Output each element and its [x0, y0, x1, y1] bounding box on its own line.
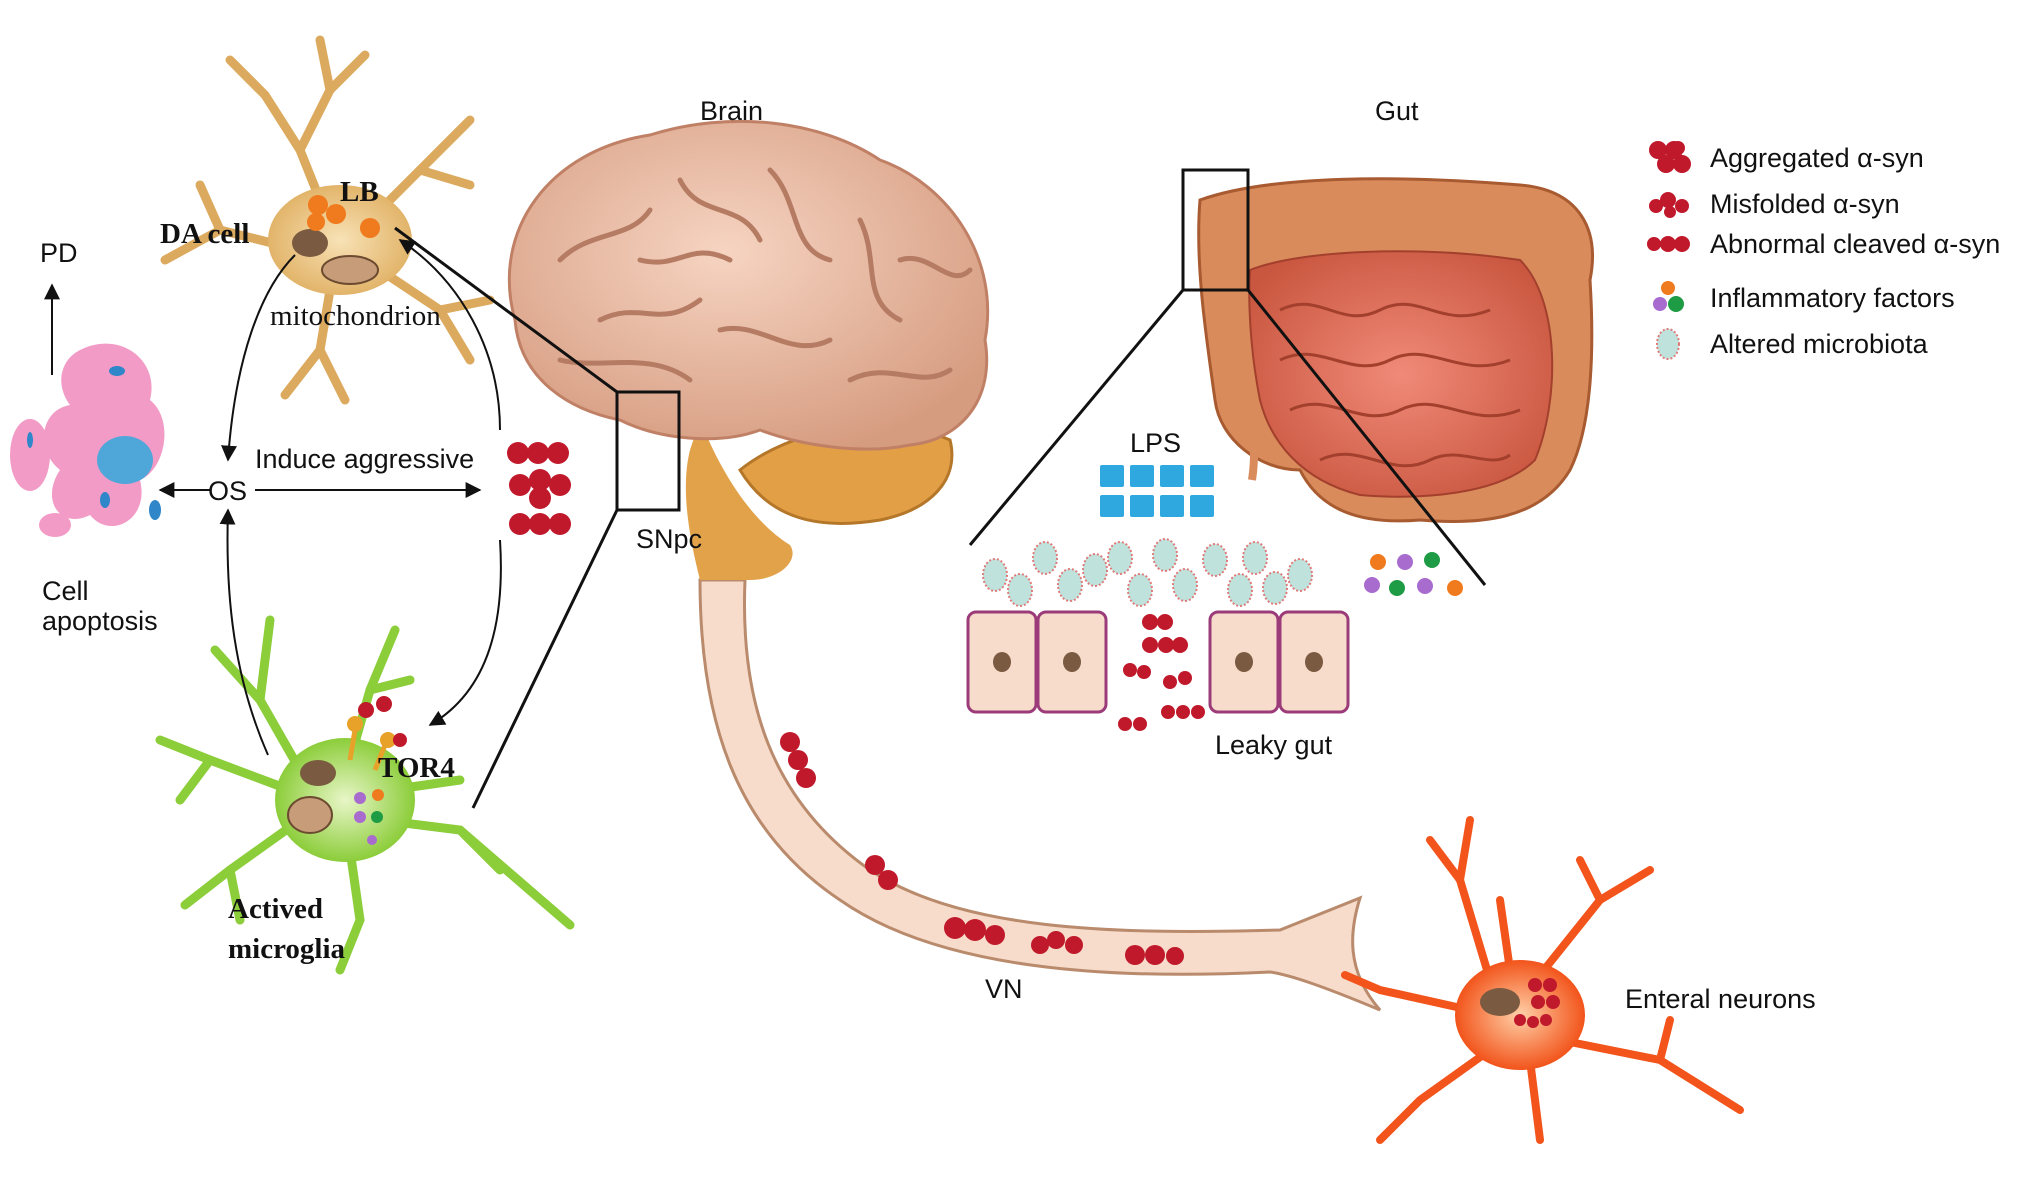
- pd-label: PD: [40, 238, 78, 268]
- brain-illustration: [507, 119, 990, 580]
- vn-label: VN: [985, 974, 1023, 1004]
- actived-label: Actived: [228, 893, 324, 925]
- epithelial-nuclei: [993, 652, 1323, 672]
- lps-particles: [1100, 465, 1214, 517]
- lb-label: LB: [340, 176, 379, 208]
- gut-zoom-box: [968, 168, 1487, 586]
- legend-item-aggregated: Aggregated α-syn: [1640, 138, 1924, 178]
- induce-aggressive-label: Induce aggressive: [255, 444, 475, 474]
- legend-item-microbiota: Altered microbiota: [1640, 324, 1928, 364]
- epithelial-cells: [966, 610, 1350, 714]
- legend-label: Inflammatory factors: [1710, 282, 1955, 313]
- cell-label: Cell: [42, 576, 89, 606]
- leaking-alpha-syn: [1118, 614, 1205, 731]
- da-neuron: [160, 35, 495, 405]
- snpc-label: SNpc: [636, 524, 703, 554]
- da-cell-label: DA cell: [160, 218, 250, 250]
- snpc-box: [394, 226, 681, 809]
- legend-label: Altered microbiota: [1710, 328, 1928, 359]
- misfolded-alpha-syn-icon: [1649, 192, 1689, 218]
- loop-arrows: [44, 239, 502, 756]
- inflammatory-factors-icon: [1653, 281, 1684, 312]
- legend-item-misfolded: Misfolded α-syn: [1640, 184, 1900, 224]
- microglia-label: microglia: [228, 933, 346, 965]
- lps-label: LPS: [1130, 428, 1182, 458]
- inflammatory-factors: [1364, 552, 1463, 596]
- legend-label: Abnormal cleaved α-syn: [1710, 228, 2001, 259]
- enteral-neurons-label: Enteral neurons: [1625, 984, 1816, 1014]
- gut-illustration: [1197, 177, 1594, 523]
- tor4-label: TOR4: [378, 752, 455, 784]
- apoptosis-label: apoptosis: [42, 606, 158, 636]
- apoptotic-cell: [10, 343, 165, 537]
- legend-item-inflammatory: Inflammatory factors: [1640, 278, 1955, 318]
- aggregated-alpha-syn-icon: [1649, 141, 1691, 173]
- microbiota: [982, 538, 1313, 607]
- legend-label: Aggregated α-syn: [1710, 142, 1924, 173]
- activated-microglia: [155, 615, 575, 975]
- cleaved-alpha-syn-icon: [1647, 236, 1690, 252]
- vagus-nerve: [698, 578, 1382, 1012]
- aggressive-alpha-syn-cluster: [507, 442, 571, 535]
- leaky-gut-label: Leaky gut: [1215, 730, 1333, 760]
- mitochondrion-label: mitochondrion: [270, 300, 441, 332]
- os-label: OS: [208, 476, 248, 506]
- brain-label: Brain: [700, 96, 764, 126]
- legend-item-cleaved: Abnormal cleaved α-syn: [1640, 224, 2000, 264]
- enteric-neuron: [1341, 816, 1744, 1144]
- gut-label: Gut: [1375, 96, 1419, 126]
- microbiota-icon: [1656, 328, 1680, 360]
- legend-label: Misfolded α-syn: [1710, 188, 1900, 219]
